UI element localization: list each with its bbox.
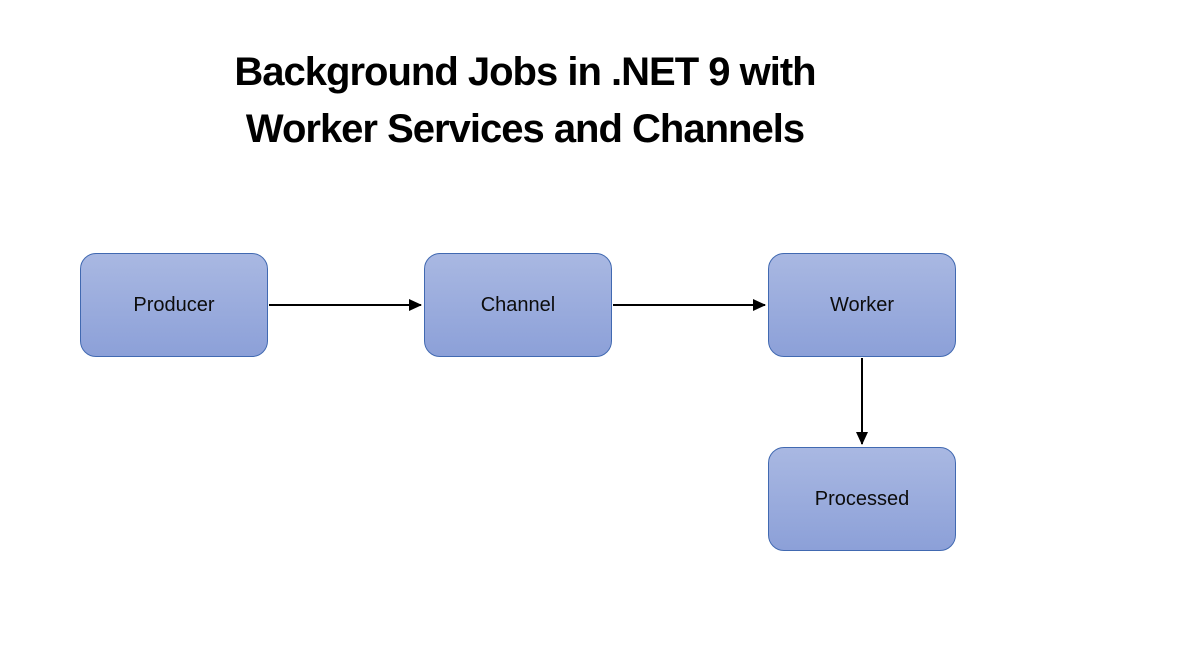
node-producer: Producer [80,253,268,357]
title-line-1: Background Jobs in .NET 9 with [234,50,816,94]
title-line-2: Worker Services and Channels [245,107,805,151]
node-channel-label: Channel [480,293,556,316]
node-processed-label: Processed [814,487,910,510]
node-producer-label: Producer [133,293,215,316]
node-worker: Worker [768,253,956,357]
node-worker-label: Worker [829,293,895,316]
diagram-title: Background Jobs in .NET 9 with Worker Se… [0,44,1050,158]
node-channel: Channel [424,253,612,357]
node-processed: Processed [768,447,956,551]
